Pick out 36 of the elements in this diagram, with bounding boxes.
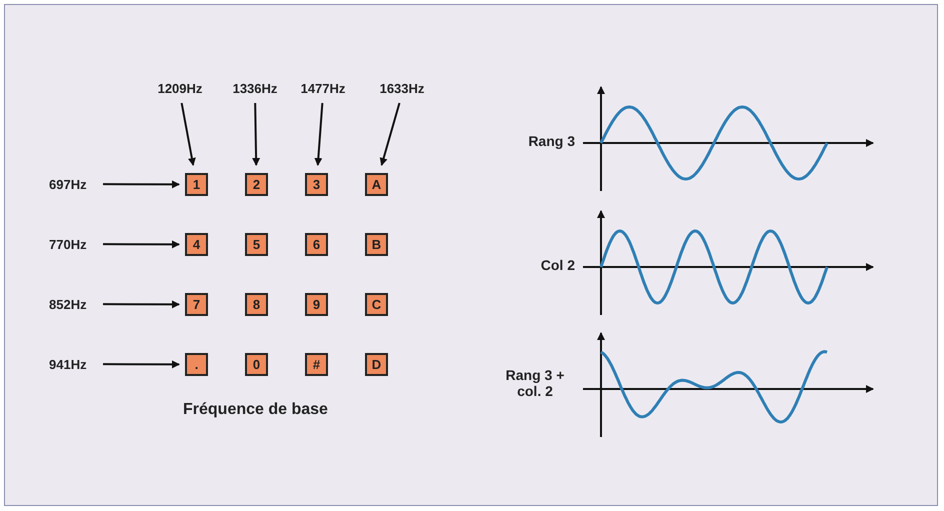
keypad-key: C — [365, 293, 388, 316]
keypad-key: 9 — [305, 293, 328, 316]
caption-text: Fréquence de base — [183, 401, 329, 419]
frequency-label: 1633Hz — [367, 79, 437, 97]
keypad-key: 0 — [245, 353, 268, 376]
arrow — [252, 102, 260, 166]
keypad-key: 1 — [185, 173, 208, 196]
keypad-key: 7 — [185, 293, 208, 316]
keypad-key: A — [365, 173, 388, 196]
arrow — [103, 300, 180, 308]
waveform-label: Col 2 — [540, 257, 575, 273]
keypad-key: D — [365, 353, 388, 376]
frequency-label: 1336Hz — [220, 79, 290, 97]
frequency-label: 770Hz — [49, 235, 99, 253]
frequency-label: 1209Hz — [145, 79, 215, 97]
waveform-label: Rang 3 — [527, 133, 575, 149]
keypad-key: 6 — [305, 233, 328, 256]
keypad-key: 8 — [245, 293, 268, 316]
frequency-label: 1477Hz — [288, 79, 358, 97]
frequency-label: 852Hz — [49, 295, 99, 313]
frequency-label: 697Hz — [49, 175, 99, 193]
arrow — [180, 102, 196, 166]
arrow — [103, 180, 180, 188]
frequency-label: 941Hz — [49, 355, 99, 373]
arrow — [380, 102, 400, 166]
arrow — [103, 360, 180, 368]
waveform-label: Rang 3 + col. 2 — [504, 367, 566, 399]
keypad-key: 5 — [245, 233, 268, 256]
arrow — [314, 102, 324, 166]
keypad-key: # — [305, 353, 328, 376]
keypad-key: 4 — [185, 233, 208, 256]
keypad-key: 3 — [305, 173, 328, 196]
keypad-key: 2 — [245, 173, 268, 196]
arrow — [103, 240, 180, 248]
keypad-key: B — [365, 233, 388, 256]
keypad-key: . — [185, 353, 208, 376]
